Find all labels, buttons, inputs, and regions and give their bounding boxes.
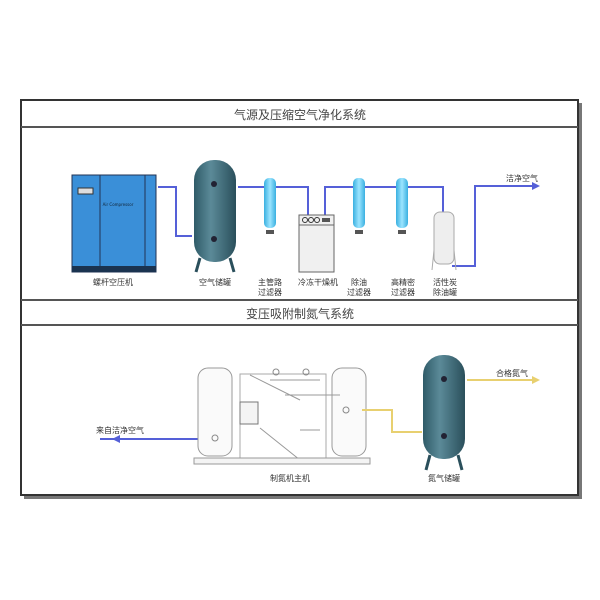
label-main-filter: 主管路 xyxy=(258,277,282,287)
label-generator: 制氮机主机 xyxy=(270,473,310,483)
nitrogen-tank xyxy=(423,355,465,471)
label-qualified-n2: 合格氮气 xyxy=(496,368,528,378)
frame xyxy=(20,99,579,496)
refrigerated-dryer xyxy=(298,214,335,273)
nitrogen-generator xyxy=(193,367,371,465)
label-precision-filter: 过滤器 xyxy=(391,287,415,297)
arrow-icon xyxy=(112,435,120,443)
compressor-text: Air Compressor xyxy=(103,202,134,207)
label-carbon-tank: 活性炭 xyxy=(433,277,457,287)
section2-title: 变压吸附制氮气系统 xyxy=(246,306,354,321)
precision-filter xyxy=(396,178,408,234)
label-air-tank: 空气储罐 xyxy=(199,277,231,287)
label-carbon-tank: 除油罐 xyxy=(433,287,457,297)
section1-title: 气源及压缩空气净化系统 xyxy=(234,107,366,122)
label-main-filter: 过滤器 xyxy=(258,287,282,297)
carbon-tank xyxy=(431,211,457,271)
label-compressor: 螺杆空压机 xyxy=(93,277,133,287)
main-filter xyxy=(264,178,276,234)
pipe xyxy=(238,185,538,267)
nitrogen-pipe xyxy=(362,379,538,433)
oil-filter xyxy=(353,178,365,234)
label-clean-air: 洁净空气 xyxy=(506,173,538,183)
air-tank xyxy=(194,160,236,273)
pipe xyxy=(158,186,192,237)
arrow-icon xyxy=(532,182,540,190)
label-dryer: 冷冻干燥机 xyxy=(298,277,338,287)
label-oil-filter: 除油 xyxy=(351,277,367,287)
screw-compressor: Air Compressor xyxy=(71,174,157,273)
label-precision-filter: 高精密 xyxy=(391,277,415,287)
label-n2-tank: 氮气储罐 xyxy=(428,473,460,483)
arrow-icon xyxy=(532,376,540,384)
label-oil-filter: 过滤器 xyxy=(347,287,371,297)
label-inlet: 来自洁净空气 xyxy=(96,425,144,435)
